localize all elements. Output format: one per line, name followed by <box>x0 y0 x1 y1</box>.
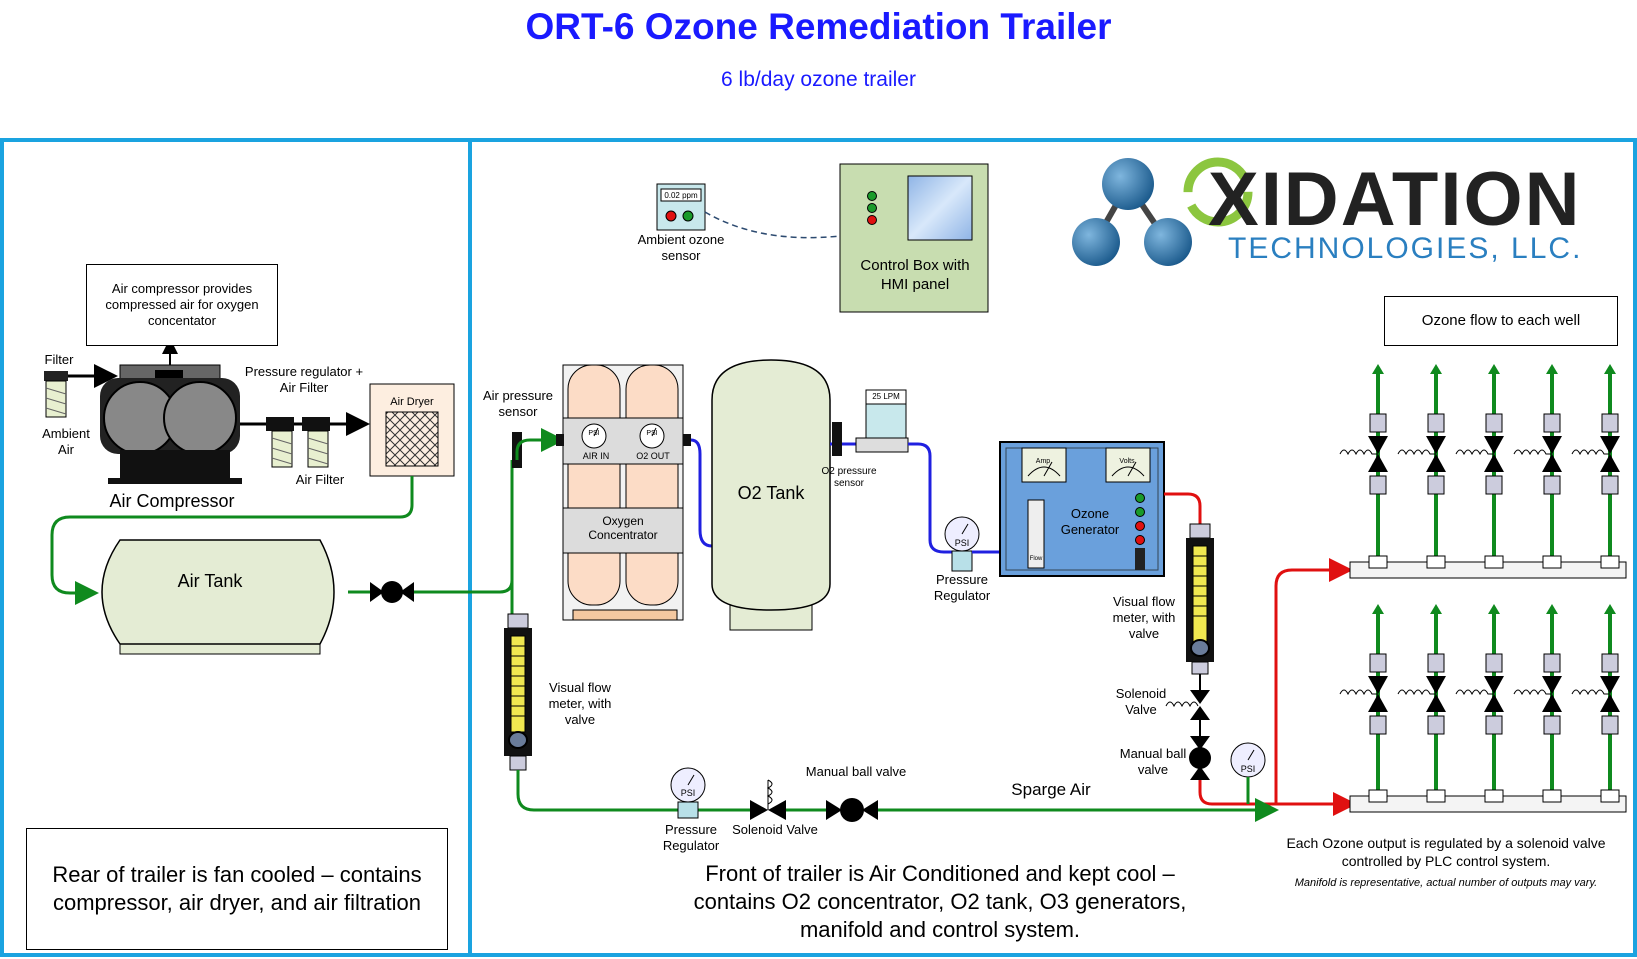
volts-label: Volts <box>1119 458 1135 465</box>
ozone-manifolds <box>1339 364 1627 813</box>
flow-meter-right-icon <box>1186 523 1214 675</box>
ozone-outlet-1-4 <box>1571 604 1620 803</box>
ozone-generator-icon <box>999 441 1165 577</box>
ozone-reading: 0.02 ppm <box>664 191 698 200</box>
filter-label: Filter <box>44 352 74 367</box>
ozone-outlet-0-1 <box>1397 364 1446 569</box>
air-in-label: AIR IN <box>582 451 610 461</box>
filter-cap-icon <box>44 371 68 381</box>
o2-pressure-sensor-icon <box>832 422 842 456</box>
manual-ball-valve-right-icon <box>1189 736 1211 780</box>
air-dryer-mesh-icon <box>385 411 439 467</box>
hmi-screen-icon <box>907 175 973 241</box>
flow-display-icon <box>855 389 909 453</box>
pressure-regulator-label: Pressure Regulator <box>933 572 991 603</box>
air-tank-label: Air Tank <box>177 571 243 591</box>
air-dryer-label: Air Dryer <box>390 396 434 408</box>
output-note: Each Ozone output is regulated by a sole… <box>1286 835 1606 869</box>
o2-tank-label: O2 Tank <box>737 483 805 503</box>
solenoid-valve-right-icon <box>1165 690 1210 720</box>
right-psi-label: PSI <box>1240 764 1256 774</box>
flow-display-value: 25 LPM <box>872 392 900 401</box>
pressure-regulator-bottom-icon <box>670 767 706 819</box>
amp-label: Amp <box>1035 458 1051 465</box>
ambient-ozone-sensor-label: Ambient ozone sensor <box>637 232 725 263</box>
flow-meter-right-label: Visual flow meter, with valve <box>1112 594 1176 641</box>
air-in-psi-label: PSI <box>588 430 600 437</box>
pressure-regulator-bottom-label: Pressure Regulator <box>662 822 720 853</box>
tank-outlet-valve-icon <box>370 581 414 603</box>
air-filter-icon <box>266 417 330 468</box>
pressure-regulator-filter-label: Pressure regulator + Air Filter <box>244 364 364 395</box>
air-filter-label: Air Filter <box>295 472 345 487</box>
sparge-air-label: Sparge Air <box>1011 780 1091 799</box>
air-tank-icon <box>101 539 335 655</box>
logo-wordmark: XIDATION <box>1208 157 1582 242</box>
oxygen-concentrator-icon <box>556 364 691 621</box>
top-psi-label: PSI <box>954 538 970 548</box>
o2-tank-icon <box>711 359 831 631</box>
ozone-flow-box: Ozone flow to each well <box>1384 296 1618 346</box>
front-note: Front of trailer is Air Conditioned and … <box>693 861 1187 942</box>
flow-meter-left-label: Visual flow meter, with valve <box>548 680 612 727</box>
rear-note-box: Rear of trailer is fan cooled – contains… <box>26 828 448 950</box>
ozone-outlet-1-1 <box>1397 604 1446 803</box>
output-note-italic: Manifold is representative, actual numbe… <box>1294 877 1598 889</box>
logo-tagline: TECHNOLOGIES, LLC. <box>1228 232 1583 265</box>
ozone-outlet-1-3 <box>1513 604 1562 803</box>
flow-label: Flow <box>1029 556 1043 562</box>
solenoid-valve-bottom-icon <box>750 779 786 820</box>
oxygen-concentrator-label: Oxygen Concentrator <box>588 514 658 542</box>
ozone-outlet-1-2 <box>1455 604 1504 803</box>
manual-ball-valve-right-label: Manual ball valve <box>1119 746 1187 777</box>
air-compressor-label: Air Compressor <box>109 491 235 511</box>
page-subtitle: 6 lb/day ozone trailer <box>721 68 916 91</box>
flow-meter-left-icon <box>504 613 532 771</box>
front-section-border <box>468 138 1637 957</box>
o2-pressure-sensor-label: O2 pressure sensor <box>821 466 877 489</box>
pressure-regulator-top-icon <box>944 516 980 572</box>
manual-ball-valve-bottom-label: Manual ball valve <box>805 764 907 779</box>
logo-molecule-icon <box>1072 158 1192 266</box>
o2-out-label: O2 OUT <box>636 451 670 461</box>
manual-ball-valve-bottom-icon <box>826 798 878 822</box>
air-compressor-icon <box>100 364 242 484</box>
ozone-outlet-0-0 <box>1339 364 1388 569</box>
ozone-outlet-0-2 <box>1455 364 1504 569</box>
solenoid-valve-bottom-label: Solenoid Valve <box>732 822 818 837</box>
o2-out-psi-label: PSI <box>646 430 658 437</box>
logo-recycle-o-icon <box>1183 157 1253 227</box>
ozone-generator-label: Ozone Generator <box>1060 506 1120 537</box>
page-title: ORT-6 Ozone Remediation Trailer <box>525 6 1112 47</box>
ambient-air-label: Ambient Air <box>42 426 90 457</box>
ozone-outlet-0-4 <box>1571 364 1620 569</box>
compressor-note-box: Air compressor provides compressed air f… <box>86 264 278 346</box>
control-box-label: Control Box with HMI panel <box>860 257 970 293</box>
air-pressure-sensor-label: Air pressure sensor <box>482 388 554 419</box>
bottom-psi-label: PSI <box>680 788 696 798</box>
ozone-outlet-0-3 <box>1513 364 1562 569</box>
ozone-outlet-1-0 <box>1339 604 1388 803</box>
solenoid-valve-right-label: Solenoid Valve <box>1115 686 1167 717</box>
